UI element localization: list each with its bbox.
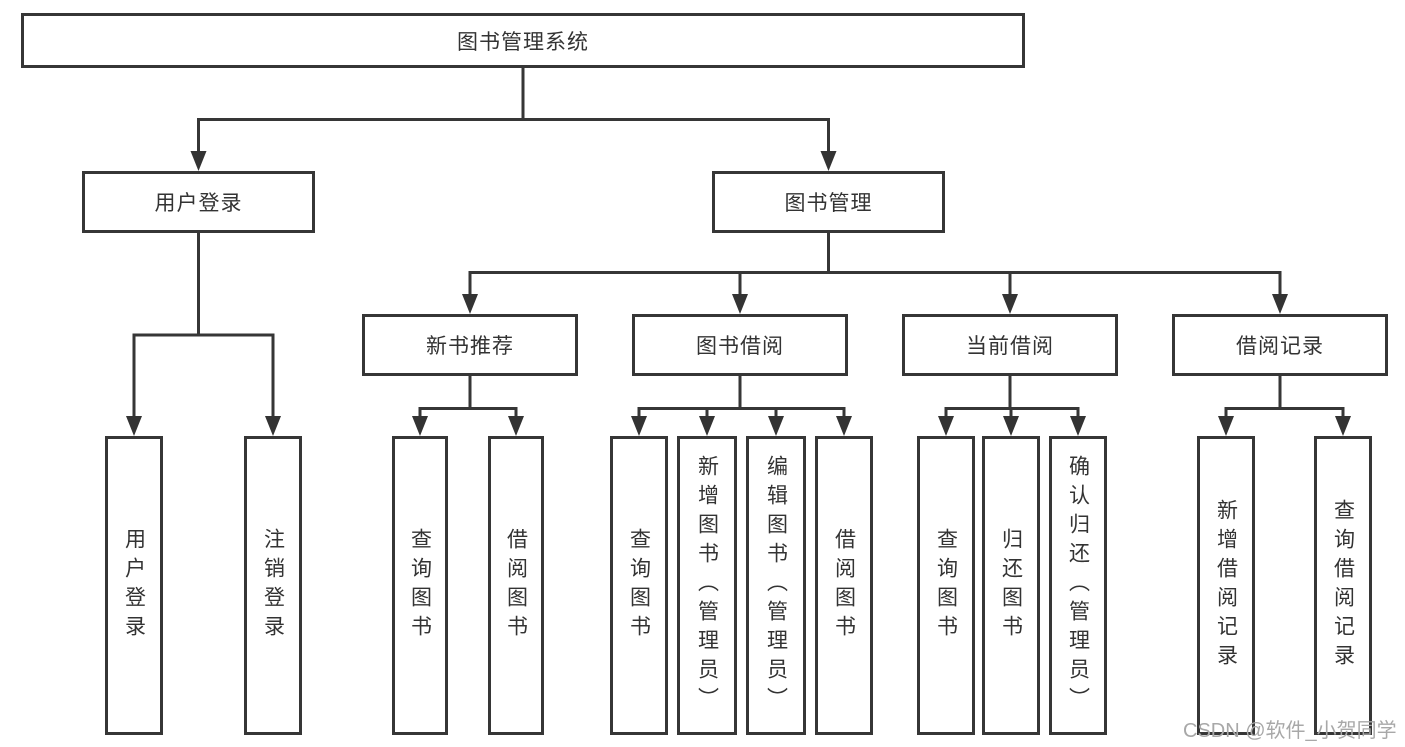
arrowhead-icon	[265, 416, 281, 436]
arrowhead-icon	[820, 151, 837, 171]
arrowhead-icon	[1335, 416, 1351, 436]
arrowhead-icon	[190, 151, 207, 171]
connector-book-management-children	[462, 233, 1288, 314]
node-library-management-system: 图书管理系统	[21, 13, 1025, 68]
node-borrowing-records: 借阅记录	[1172, 314, 1388, 376]
connector-borrowing-records-children	[1218, 376, 1351, 436]
node-current-borrowing: 当前借阅	[902, 314, 1118, 376]
arrowhead-icon	[732, 294, 748, 314]
leaf-confirm-return-admin: 确认归还（管理员）	[1049, 436, 1107, 735]
node-new-book-recommendation: 新书推荐	[362, 314, 578, 376]
arrowhead-icon	[836, 416, 852, 436]
connector-current-borrowing-children	[938, 376, 1086, 436]
node-label: 注销登录	[261, 527, 285, 644]
arrowhead-icon	[699, 416, 715, 436]
arrowhead-icon	[938, 416, 954, 436]
arrowhead-icon	[462, 294, 478, 314]
connector-book-borrowing-children	[631, 376, 852, 436]
arrowhead-icon	[126, 416, 142, 436]
arrowhead-icon	[1272, 294, 1288, 314]
leaf-logout: 注销登录	[244, 436, 302, 735]
leaf-user-login: 用户登录	[105, 436, 163, 735]
arrowhead-icon	[1003, 416, 1019, 436]
node-book-management: 图书管理	[712, 171, 945, 233]
node-label: 图书借阅	[696, 335, 784, 358]
leaf-query-books-2: 查询图书	[610, 436, 668, 735]
arrowhead-icon	[1070, 416, 1086, 436]
node-label: 用户登录	[154, 192, 243, 215]
watermark: CSDN @软件_小贺同学	[1183, 720, 1397, 742]
node-label: 用户登录	[122, 527, 146, 644]
node-label: 查询借阅记录	[1331, 498, 1355, 673]
node-label: 新书推荐	[426, 335, 514, 358]
node-label: 借阅图书	[832, 527, 856, 644]
leaf-return-books: 归还图书	[982, 436, 1040, 735]
arrowhead-icon	[412, 416, 428, 436]
leaf-add-borrow-record: 新增借阅记录	[1197, 436, 1255, 735]
connector-new-book-recommendation-children	[412, 376, 524, 436]
node-label: 新增图书（管理员）	[695, 455, 719, 716]
arrowhead-icon	[1218, 416, 1234, 436]
node-book-borrowing: 图书借阅	[632, 314, 848, 376]
leaf-query-borrow-record: 查询借阅记录	[1314, 436, 1372, 735]
leaf-borrow-books-1: 借阅图书	[488, 436, 544, 735]
node-label: 编辑图书（管理员）	[764, 455, 788, 716]
node-label: 查询图书	[408, 527, 432, 644]
node-label: 借阅记录	[1236, 335, 1324, 358]
node-label: 查询图书	[934, 527, 958, 644]
arrowhead-icon	[508, 416, 524, 436]
leaf-edit-books-admin: 编辑图书（管理员）	[746, 436, 806, 735]
leaf-borrow-books-2: 借阅图书	[815, 436, 873, 735]
node-label: 图书管理	[784, 192, 873, 215]
node-label: 归还图书	[999, 527, 1023, 644]
connector-root-to-level2	[190, 68, 837, 171]
node-label: 确认归还（管理员）	[1066, 455, 1090, 716]
leaf-query-books-1: 查询图书	[392, 436, 448, 735]
node-label: 新增借阅记录	[1214, 498, 1238, 673]
node-label: 借阅图书	[504, 527, 528, 644]
leaf-query-books-3: 查询图书	[917, 436, 975, 735]
arrowhead-icon	[768, 416, 784, 436]
arrowhead-icon	[1002, 294, 1018, 314]
node-user-login: 用户登录	[82, 171, 315, 233]
node-label: 查询图书	[627, 527, 651, 644]
node-label: 图书管理系统	[457, 30, 589, 54]
leaf-add-books-admin: 新增图书（管理员）	[677, 436, 737, 735]
arrowhead-icon	[631, 416, 647, 436]
node-label: 当前借阅	[966, 335, 1054, 358]
connector-user-login-children	[126, 233, 281, 436]
